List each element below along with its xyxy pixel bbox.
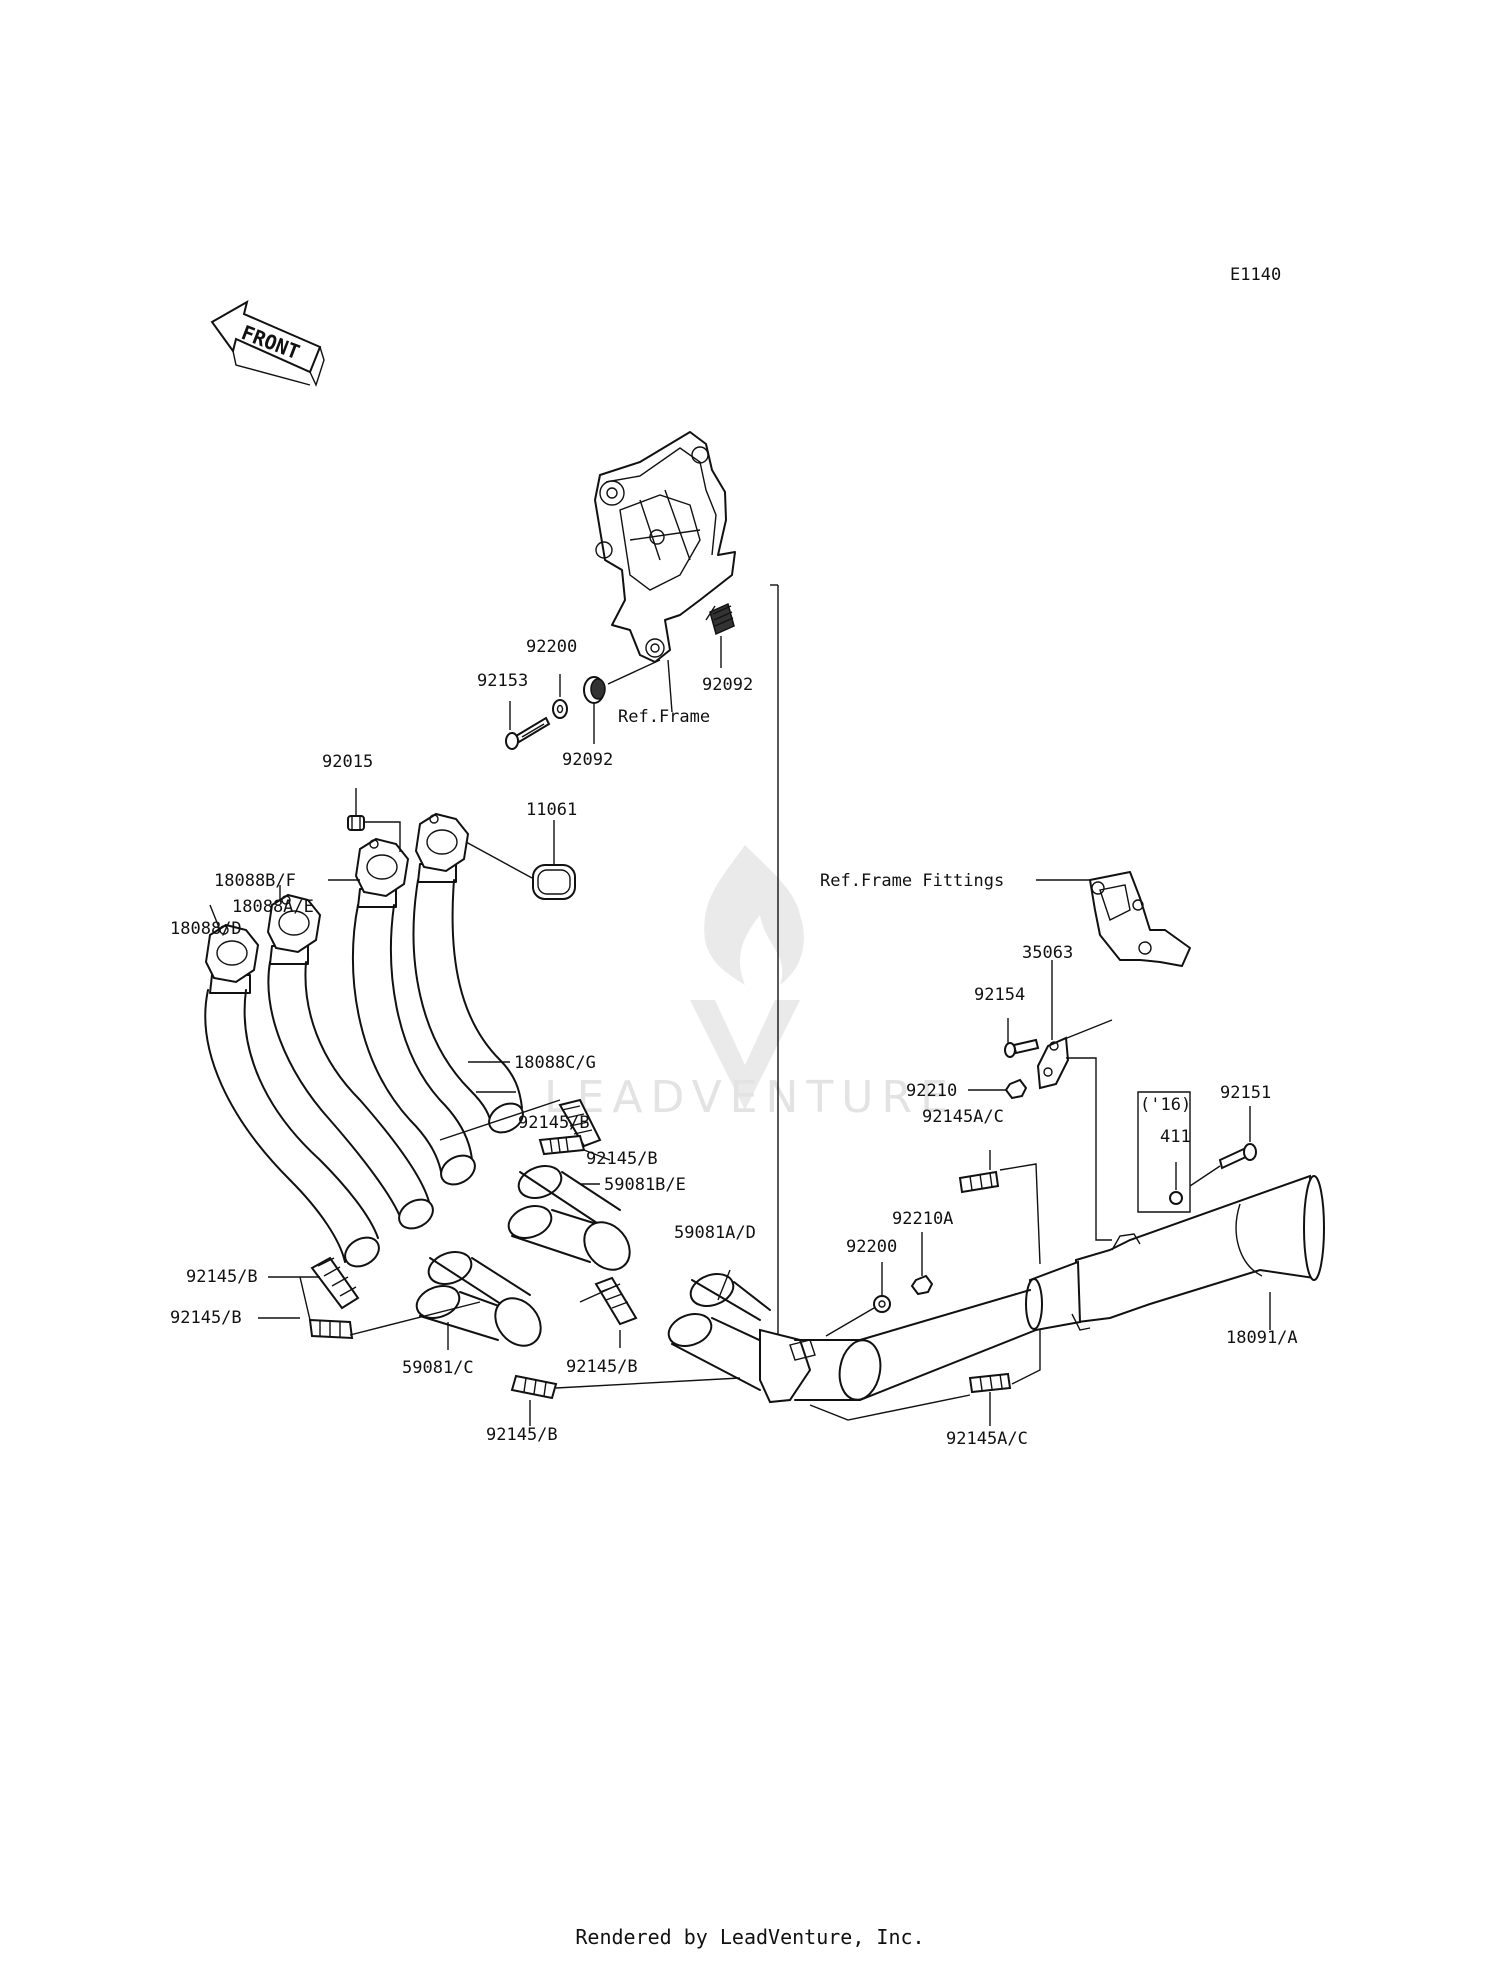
label-92015: 92015 [322,752,373,772]
header-pipe-18088a-e [266,893,434,1230]
label-11061: 11061 [526,800,577,820]
spring-92145b-bottom-icon [510,1374,558,1400]
spring-92145b-upper-2-icon [538,1134,586,1156]
label-18088b-f: 18088B/F [214,871,296,891]
washer-92200-bottom-icon [873,1295,891,1313]
header-pipe-18088c-g [412,812,524,1134]
rubber-damper-right-icon [709,602,735,636]
label-year-note: ('16) [1140,1095,1191,1115]
label-18088-d: 18088/D [170,919,242,939]
muffler-18091-a [1025,1174,1325,1332]
spring-92145b-left-2-icon [308,1318,354,1340]
gasket-11061-icon [532,864,576,900]
label-411: 411 [1160,1127,1191,1147]
watermark-text: LEADVENTURE [544,1072,956,1123]
label-92154: 92154 [974,985,1025,1005]
label-92145b-bottom: 92145/B [486,1425,558,1445]
frame-bracket [594,431,736,663]
label-92153: 92153 [477,671,528,691]
watermark-logo [690,845,804,1110]
frame-fittings [1089,871,1191,967]
spring-92145a-c-bottom-icon [968,1372,1012,1394]
label-ref-frame-fittings: Ref.Frame Fittings [820,871,1004,891]
front-arrow-icon: FRONT [210,299,325,387]
spring-92145b-left-1-icon [310,1256,360,1310]
collector-59081b-e [507,1165,631,1271]
label-92151: 92151 [1220,1083,1271,1103]
leader-ref-frame [607,659,673,713]
collector-59081-c [415,1251,542,1347]
nut-92210-icon [1004,1078,1028,1100]
label-92145b-2: 92145/B [586,1149,658,1169]
spring-92145a-c-top-icon [958,1170,1000,1194]
label-35063: 35063 [1022,943,1073,963]
label-92145b-left2: 92145/B [170,1308,242,1328]
spring-92145b-mid-icon [594,1276,638,1326]
header-pipe-18088-d [204,923,380,1268]
label-18088a-e: 18088A/E [232,897,314,917]
label-92210: 92210 [906,1081,957,1101]
label-92145a-c-top: 92145A/C [922,1107,1004,1127]
label-92145b-mid: 92145/B [566,1357,638,1377]
leader-18088-d [209,904,221,931]
bracket-35063-icon [1036,1036,1070,1090]
label-92145b-left1: 92145/B [186,1267,258,1287]
label-92200-top: 92200 [526,637,577,657]
rubber-damper-left-icon [583,676,606,704]
nut-92015-icon [347,815,365,831]
label-92092-right: 92092 [702,675,753,695]
washer-92200-icon [552,699,568,719]
bolt-92151-icon [1218,1143,1257,1170]
header-pipe-18088b-f [351,837,476,1186]
label-ref-frame: Ref.Frame [618,707,710,727]
label-59081a-d: 59081A/D [674,1223,756,1243]
label-92145b-1: 92145/B [518,1113,590,1133]
label-92145a-c-bottom: 92145A/C [946,1429,1028,1449]
footer-credit: Rendered by LeadVenture, Inc. [575,1925,924,1949]
diagram-code: E1140 [1230,265,1281,285]
label-18091-a: 18091/A [1226,1328,1298,1348]
label-92210a: 92210A [892,1209,953,1229]
label-59081-c: 59081/C [402,1358,474,1378]
bolt-92153-icon [505,716,551,750]
leader-59081a-d [717,1269,731,1301]
year-note-box [1137,1091,1191,1213]
label-59081b-e: 59081B/E [604,1175,686,1195]
label-18088c-g: 18088C/G [514,1053,596,1073]
label-92200-bottom: 92200 [846,1237,897,1257]
nut-92210a-icon [910,1274,934,1296]
leader-92092-right [705,605,716,621]
bolt-92154-icon [1004,1038,1040,1058]
collector-59081a-d [667,1273,882,1404]
label-92092-left: 92092 [562,750,613,770]
spring-92145b-upper-1-icon [558,1098,602,1148]
